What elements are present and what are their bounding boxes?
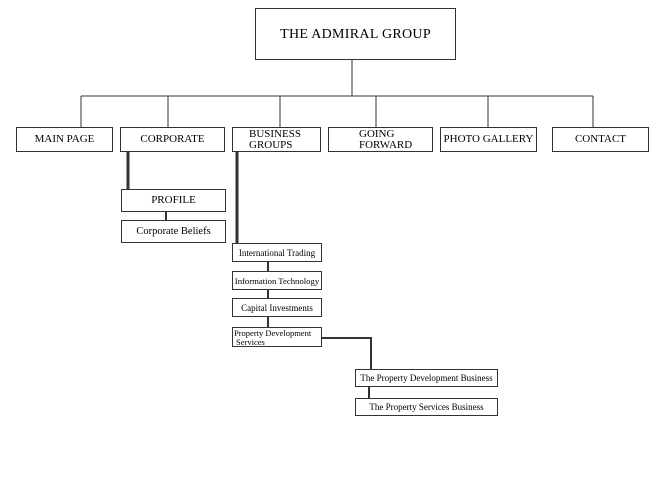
node-capital-investments[interactable]: Capital Investments [232,298,322,317]
nav-going-forward-label-line2: FORWARD [359,139,413,151]
nav-going-forward-label-line1: GOING [359,128,395,140]
node-profile[interactable]: PROFILE [121,189,226,212]
nav-contact[interactable]: CONTACT [552,127,649,152]
node-information-technology[interactable]: Information Technology [232,271,322,290]
nav-business-groups-label-line2: GROUPS [249,139,293,151]
nav-photo-gallery-label: PHOTO GALLERY [443,133,534,145]
nav-contact-label: CONTACT [574,133,627,145]
nav-photo-gallery[interactable]: PHOTO GALLERY [440,127,537,152]
node-property-services-business[interactable]: The Property Services Business [355,398,498,416]
node-international-trading-label: International Trading [238,247,316,258]
node-capital-investments-label: Capital Investments [241,302,313,313]
node-property-services-business-label: The Property Services Business [369,402,484,412]
nav-main-page[interactable]: MAIN PAGE [16,127,113,152]
connector-property-children [321,337,372,369]
node-property-development-label-line2: Services [236,337,265,347]
org-title: THE ADMIRAL GROUP [280,26,431,42]
nav-business-groups[interactable]: BUSINESS GROUPS [232,127,321,152]
nav-main-page-label: MAIN PAGE [34,133,95,145]
node-international-trading[interactable]: International Trading [232,243,322,262]
node-corporate-beliefs[interactable]: Corporate Beliefs [121,220,226,243]
node-property-development-business-label: The Property Development Business [360,373,493,383]
node-property-development-services[interactable]: Property Development Services [232,327,322,347]
node-property-development-business[interactable]: The Property Development Business [355,369,498,387]
node-corporate-beliefs-label: Corporate Beliefs [136,226,211,237]
nav-corporate-label: CORPORATE [140,133,205,145]
node-profile-label: PROFILE [151,194,196,206]
nav-corporate[interactable]: CORPORATE [120,127,225,152]
nav-business-groups-label-line1: BUSINESS [249,128,301,140]
node-information-technology-label: Information Technology [234,275,320,286]
nav-going-forward[interactable]: GOING FORWARD [328,127,433,152]
node-property-development-label-line1: Property Development [234,328,312,338]
org-title-box: THE ADMIRAL GROUP [255,8,456,60]
